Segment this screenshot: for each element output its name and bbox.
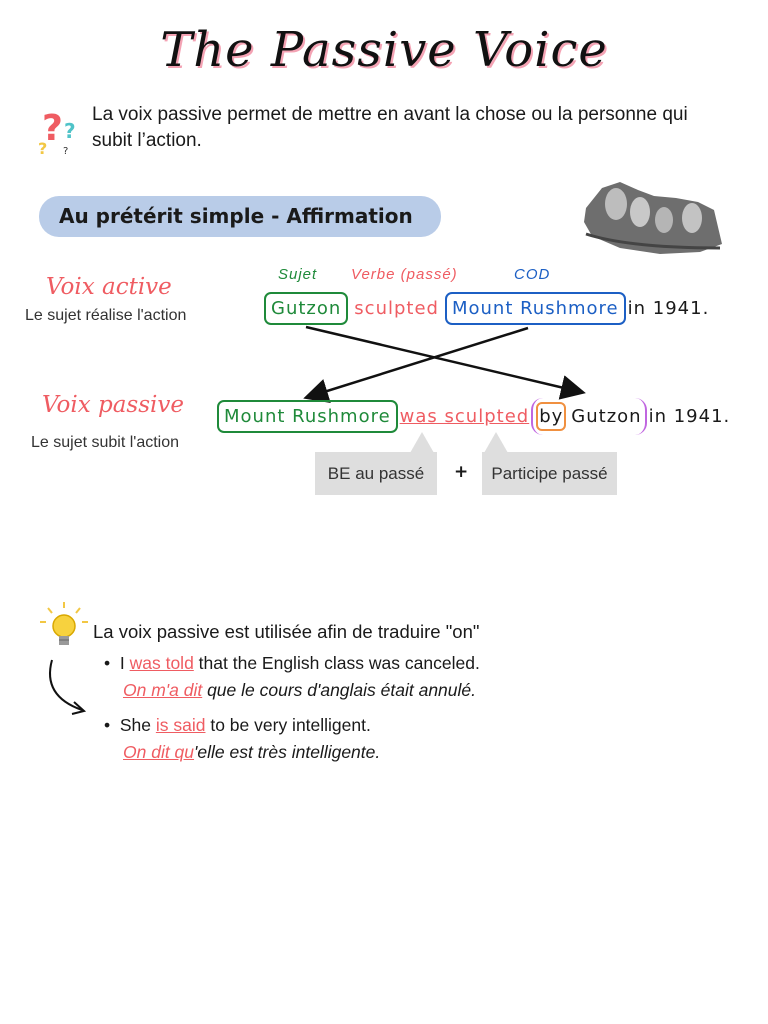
list-item: • She is said to be very intelligent. (104, 715, 371, 735)
svg-text:?: ? (38, 139, 47, 156)
formula-be-box: BE au passé (315, 452, 437, 495)
label-subject: Sujet (278, 266, 318, 283)
passive-subject: Mount Rushmore (217, 399, 398, 433)
svg-text:?: ? (42, 108, 63, 149)
passive-rest: in 1941. (648, 405, 731, 427)
example-highlight: was told (129, 653, 194, 673)
passive-agent: Gutzon (571, 405, 642, 427)
intro-text: La voix passive permet de mettre en avan… (92, 104, 688, 151)
active-rest: in 1941. (627, 297, 710, 319)
passive-voice-desc: Le sujet subit l'action (31, 434, 180, 451)
active-voice-title: Voix active (46, 274, 172, 300)
active-verb: sculpted (354, 297, 439, 319)
list-item: • I was told that the English class was … (104, 653, 480, 673)
passive-verb: was sculpted (399, 405, 530, 427)
section-header: Au prétérit simple - Affirmation (39, 196, 441, 237)
label-verb: Verbe (passé) (351, 266, 458, 283)
mount-rushmore-image (584, 182, 722, 254)
examples-list: • I was told that the English class was … (104, 650, 724, 766)
formula-plus: + (454, 462, 469, 482)
curved-arrow-icon (49, 659, 87, 715)
formula-participle-box: Participe passé (482, 452, 617, 495)
translation: On m'a dit que le cours d'anglais était … (123, 680, 477, 700)
example-highlight: is said (155, 715, 206, 735)
passive-sentence: Mount Rushmore was sculpted by Gutzon in… (217, 397, 730, 435)
lightbulb-icon (40, 602, 88, 645)
active-sentence: Gutzon sculpted Mount Rushmore in 1941. (264, 289, 709, 327)
passive-by: by (536, 401, 567, 431)
svg-text:?: ? (64, 119, 76, 143)
active-voice-desc: Le sujet réalise l'action (25, 307, 187, 324)
active-object: Mount Rushmore (444, 291, 626, 325)
svg-text:?: ? (63, 146, 68, 156)
section-title: Au prétérit simple - Affirmation (59, 204, 413, 228)
translation: On dit qu'elle est très intelligente. (123, 742, 381, 762)
passive-voice-title: Voix passive (42, 392, 184, 418)
question-marks-icon: ? ? ? ? (38, 108, 76, 156)
active-subject: Gutzon (264, 291, 349, 325)
tip-heading: La voix passive est utilisée afin de tra… (93, 621, 480, 642)
label-object: COD (514, 266, 551, 283)
page-title: The Passive Voice (160, 22, 608, 78)
